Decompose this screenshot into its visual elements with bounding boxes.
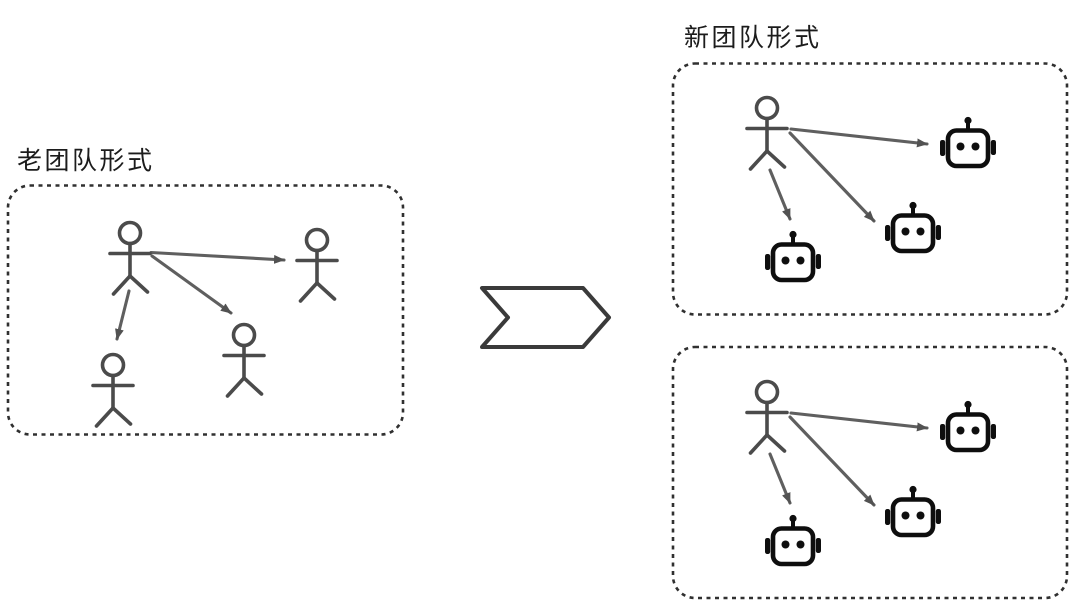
new-team-group: 新团队形式 bbox=[671, 23, 1069, 600]
person-member-icon bbox=[295, 227, 339, 303]
person-member-icon bbox=[91, 352, 135, 428]
ai-team-group-2 bbox=[747, 382, 996, 565]
new-team-box-2 bbox=[671, 345, 1069, 600]
edge-leader-to-member bbox=[149, 250, 286, 264]
new-team-box-1 bbox=[671, 62, 1069, 316]
transition-chevron-icon bbox=[480, 286, 611, 349]
edge-leader-to-member bbox=[115, 289, 131, 341]
ai-team-group-1 bbox=[747, 98, 996, 281]
old-team-label: 老团队形式 bbox=[17, 146, 155, 175]
new-team-label: 新团队形式 bbox=[684, 23, 822, 52]
old-team-group: 老团队形式 bbox=[6, 146, 405, 436]
person-member-icon bbox=[222, 322, 266, 398]
person-leader-icon bbox=[108, 220, 152, 296]
old-team-box bbox=[6, 184, 405, 436]
edge-leader-to-member bbox=[150, 254, 233, 315]
